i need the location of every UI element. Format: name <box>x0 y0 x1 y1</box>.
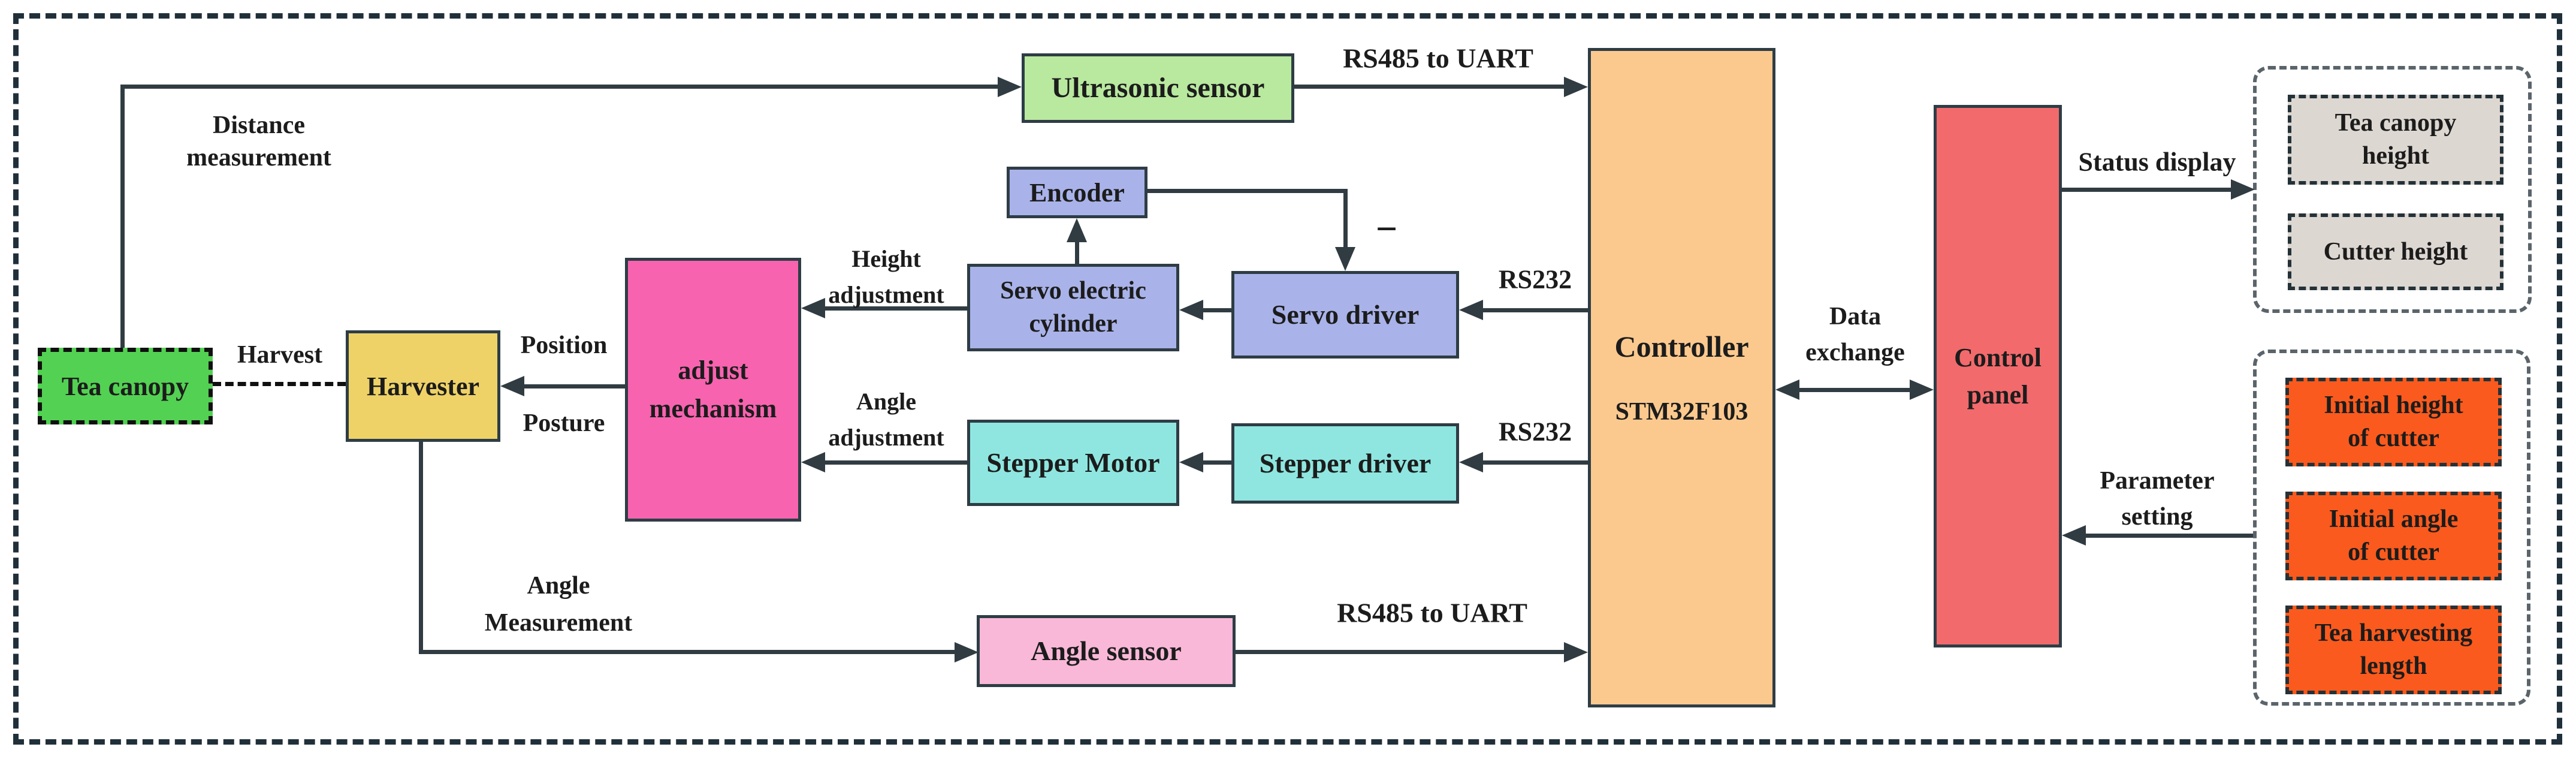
node-stepper-motor: Stepper Motor <box>967 420 1179 506</box>
node-servo-driver: Servo driver <box>1231 271 1459 359</box>
connector-ultrasonic-to-controller <box>1294 85 1564 89</box>
label-position: Position <box>520 332 608 359</box>
item-label-line1: Tea harvesting <box>2314 619 2473 647</box>
arrowhead-into-ultrasonic <box>998 77 1022 97</box>
node-stepper-driver: Stepper driver <box>1231 423 1459 504</box>
connector-status-display <box>2062 188 2231 192</box>
label-rs232-top: RS232 <box>1498 264 1572 294</box>
node-label-line2: mechanism <box>649 394 777 423</box>
connector-encoder-feedback-v <box>1343 189 1348 247</box>
node-label-line1: Control <box>1954 342 2042 372</box>
connector-angle-measurement-line <box>419 650 955 654</box>
node-tea-canopy: Tea canopy <box>38 348 213 424</box>
label-rs232-bottom: RS232 <box>1498 417 1572 447</box>
item-label-line1: Tea canopy <box>2335 109 2457 137</box>
label-harvest: Harvest <box>237 341 323 369</box>
arrowhead-into-encoder <box>1067 218 1087 242</box>
node-label: Servo driver <box>1271 299 1420 330</box>
node-controller: Controller STM32F103 <box>1588 48 1775 707</box>
connector-stepperdriver-to-steppermotor <box>1203 460 1231 465</box>
label-distance-measurement: Distance measurement <box>186 112 331 171</box>
label-status-display: Status display <box>2078 147 2236 177</box>
arrowhead-into-servodriver <box>1459 300 1483 320</box>
node-label-line2: cylinder <box>1029 310 1118 338</box>
connector-servodriver-to-servocyl <box>1203 308 1231 312</box>
connector-angle-adjustment <box>825 460 967 465</box>
arrowhead-height-into-adjustmech <box>801 298 825 318</box>
node-ultrasonic-sensor: Ultrasonic sensor <box>1022 53 1294 123</box>
parameter-item-initial-angle-of-cutter: Initial angle of cutter <box>2285 492 2502 580</box>
node-label-line1: Servo electric <box>1000 277 1146 305</box>
node-label-line2: panel <box>1967 380 2029 409</box>
arrowhead-into-servodriver-top <box>1335 247 1355 271</box>
node-encoder: Encoder <box>1007 167 1147 218</box>
connector-controller-to-servodriver <box>1483 308 1588 312</box>
node-label: Encoder <box>1029 177 1125 207</box>
node-adjust-mechanism: adjust mechanism <box>625 258 801 522</box>
controller-title: Controller <box>1614 329 1749 363</box>
arrowhead-into-steppermotor <box>1179 452 1203 472</box>
arrowhead-into-controlpanel-left <box>1910 380 1934 400</box>
parameter-setting-group <box>2253 350 2530 706</box>
arrowhead-into-status-group <box>2231 179 2255 200</box>
label-angle-measurement: Angle Measurement <box>484 572 633 637</box>
arrowhead-into-controlpanel-right <box>2062 525 2086 546</box>
node-label-line1: adjust <box>678 356 748 385</box>
label-angle-adjustment: Angle adjustment <box>828 388 944 451</box>
label-data-exchange: Data exchange <box>1805 303 1905 366</box>
arrowhead-into-harvester <box>500 376 524 396</box>
connector-parameter-setting <box>2084 534 2253 538</box>
connector-harvester-drop <box>419 442 423 654</box>
item-label-line2: of cutter <box>2348 538 2439 566</box>
status-item-cutter-height: Cutter height <box>2288 213 2503 290</box>
label-parameter-setting: Parameter setting <box>2100 467 2215 531</box>
controller-chip-model: STM32F103 <box>1615 398 1748 426</box>
item-label-line1: Initial angle <box>2329 505 2459 534</box>
connector-harvest-dashed <box>213 382 346 386</box>
system-boundary-border <box>13 13 2562 745</box>
connector-anglesensor-to-controller <box>1236 650 1564 654</box>
parameter-item-tea-harvesting-length: Tea harvesting length <box>2285 606 2502 694</box>
item-label: Cutter height <box>2323 237 2468 266</box>
connector-servocyl-to-encoder <box>1075 240 1079 264</box>
status-display-group <box>2253 66 2532 313</box>
connector-height-adjustment <box>825 306 967 311</box>
node-label: Stepper driver <box>1259 448 1432 479</box>
connector-controller-to-stepperdriver <box>1483 460 1588 465</box>
arrowhead-into-stepperdriver <box>1459 452 1483 472</box>
arrowhead-into-controller-top <box>1564 77 1588 97</box>
connector-encoder-feedback-h <box>1147 189 1348 193</box>
item-label-line1: Initial height <box>2324 391 2463 420</box>
node-label: Ultrasonic sensor <box>1051 72 1265 104</box>
item-label-line2: of cutter <box>2348 424 2439 452</box>
item-label-line2: height <box>2361 142 2429 170</box>
label-rs485-bottom: RS485 to UART <box>1337 597 1527 628</box>
node-harvester: Harvester <box>346 330 500 442</box>
node-label: Angle sensor <box>1031 635 1182 667</box>
label-posture: Posture <box>523 409 605 437</box>
arrowhead-into-controller-bottom <box>1564 642 1588 662</box>
parameter-item-initial-height-of-cutter: Initial height of cutter <box>2285 378 2502 466</box>
node-label: Tea canopy <box>61 371 189 401</box>
connector-tea-canopy-riser <box>120 85 125 348</box>
node-label: Stepper Motor <box>986 447 1160 478</box>
item-label-line2: length <box>2360 652 2427 680</box>
node-label: Harvester <box>366 371 480 401</box>
label-minus-feedback: − <box>1375 207 1398 250</box>
label-rs485-top: RS485 to UART <box>1343 43 1533 74</box>
arrowhead-into-servocyl <box>1179 300 1203 320</box>
arrowhead-angle-into-adjustmech <box>801 452 825 472</box>
arrowhead-into-angle-sensor <box>955 642 979 662</box>
node-control-panel: Control panel <box>1934 105 2062 647</box>
status-item-tea-canopy-height: Tea canopy height <box>2288 95 2503 185</box>
node-angle-sensor: Angle sensor <box>977 615 1236 687</box>
arrowhead-into-controller-right <box>1775 380 1799 400</box>
label-height-adjustment: Height adjustment <box>828 245 944 308</box>
connector-adjustmech-to-harvester <box>523 384 625 388</box>
node-servo-electric-cylinder: Servo electric cylinder <box>967 264 1179 351</box>
connector-data-exchange <box>1798 388 1911 392</box>
connector-distance-line <box>120 85 998 89</box>
